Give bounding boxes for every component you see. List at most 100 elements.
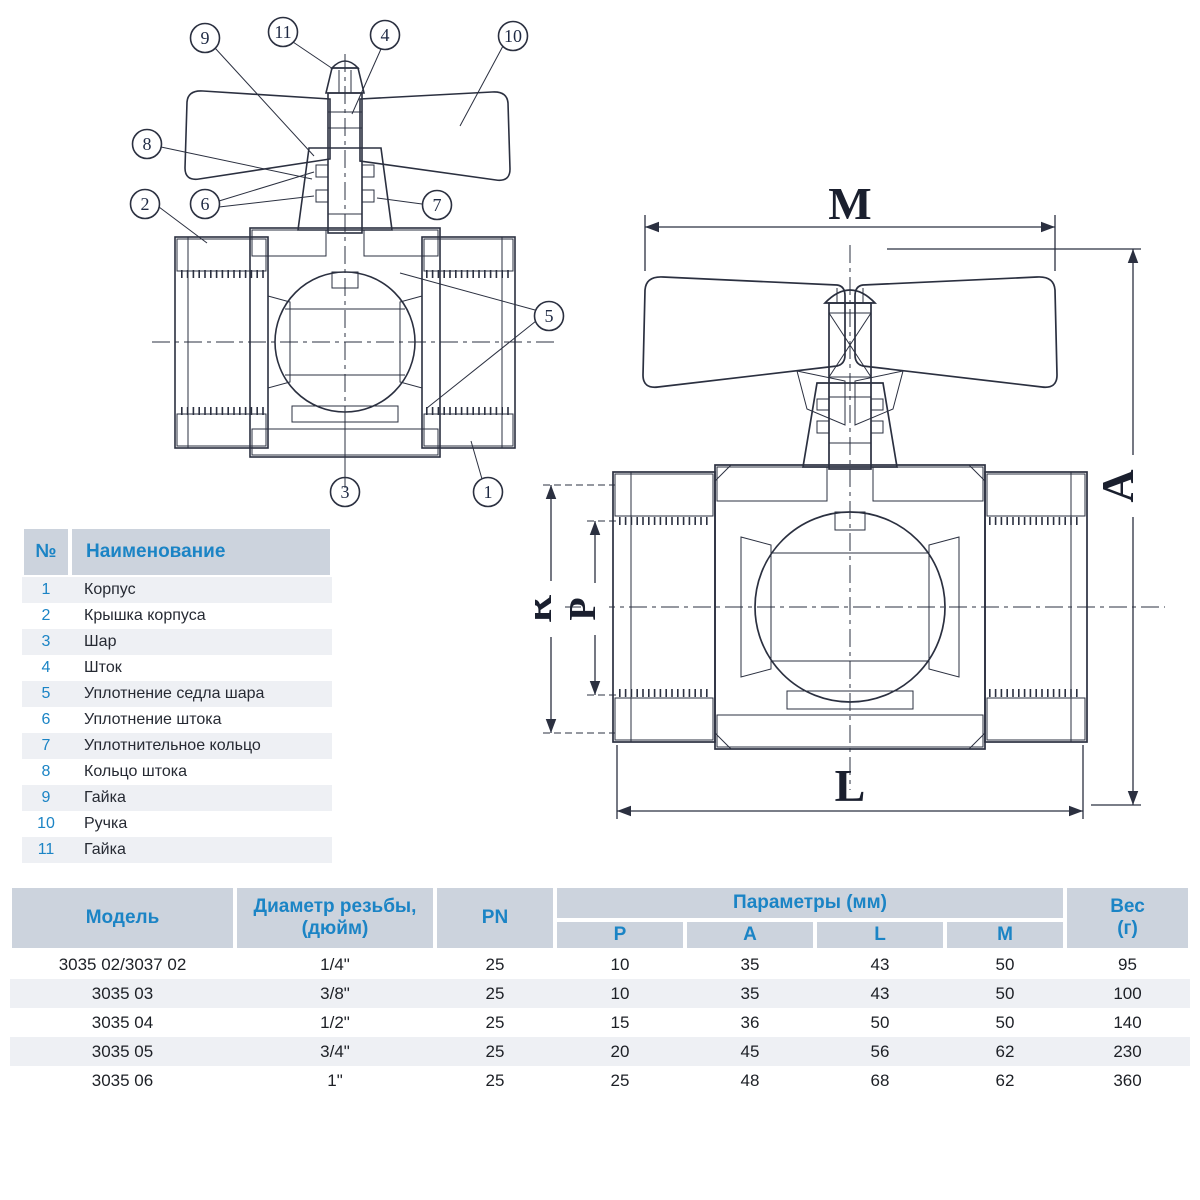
spec-row: 3035 03 3/8" 25 10 35 43 50 100 [10,979,1191,1008]
spec-l: 56 [870,1041,890,1061]
stem-cross [828,312,872,378]
spec-col-m: M [945,920,1066,950]
spec-pn: 25 [485,1070,505,1090]
spec-col-params: Параметры (мм) [555,886,1066,920]
spec-col-weight: Вес (г) [1065,886,1191,950]
parts-header-row: № Наименование [22,527,332,577]
spec-a: 35 [740,954,760,974]
part-number: 4 [41,659,51,676]
port-wall-hatch [176,238,267,272]
part-name: Ручка [84,815,128,832]
ball-seat-right [928,536,960,678]
port-wall-hatch [614,473,714,517]
spec-m: 62 [995,1041,1015,1061]
spec-l: 68 [870,1070,890,1090]
spec-l: 50 [870,1012,890,1032]
svg-text:9: 9 [201,28,210,48]
part-number: 5 [41,685,51,702]
spec-model: 3035 03 [91,983,154,1003]
body-wall-hatch [363,229,439,257]
ball-stem-slot [834,511,866,531]
callout-1: 1 [470,440,504,508]
body-wall-hatch [251,229,327,257]
spec-col-diameter: Диаметр резьбы, (дюйм) [235,886,435,950]
spec-model: 3035 02/3037 02 [58,954,187,974]
spec-a: 36 [740,1012,760,1032]
stem-seal [816,420,830,434]
callout-4: 4 [351,19,401,115]
spec-col-pn: PN [435,886,555,950]
part-number: 10 [37,815,55,832]
spec-row: 3035 02/3037 02 1/4" 25 10 35 43 50 95 [10,950,1191,979]
part-name: Шар [84,633,117,650]
dimension-label-m: M [828,185,871,229]
stem-oring [870,398,884,411]
spec-pn: 25 [485,954,505,974]
handle-skirt-right [854,370,904,426]
dimension-label-r: R [535,595,560,623]
chamfer [714,464,732,482]
dimension-label-l: L [835,760,866,811]
svg-text:7: 7 [433,195,442,215]
spec-pn: 25 [485,983,505,1003]
spec-col-p: P [555,920,685,950]
spec-a: 45 [740,1041,760,1061]
svg-text:2: 2 [141,194,150,214]
port-wall-hatch [986,473,1086,517]
part-name: Гайка [84,789,126,806]
spec-model: 3035 06 [91,1070,154,1090]
dimension-r: R [535,484,615,734]
spec-header-row-2: P A L M [10,920,1190,950]
svg-text:8: 8 [143,134,152,154]
svg-text:6: 6 [201,194,210,214]
stem-seal [315,164,329,178]
dimension-l: L [616,745,1084,819]
spec-p: 20 [610,1041,630,1061]
spec-diameter: 3/4" [320,1041,350,1061]
ball-seat-left [740,536,772,678]
stem-seal [870,420,884,434]
spec-p: 10 [610,954,630,974]
spec-m: 50 [995,1012,1015,1032]
body-wall-hatch [716,466,828,502]
callout-7: 7 [376,189,453,221]
dimension-p: P [562,520,617,696]
port-wall-hatch [986,697,1086,741]
svg-text:4: 4 [381,25,390,45]
spec-weight: 360 [1113,1070,1142,1090]
spec-p: 25 [610,1070,630,1090]
spec-weight: 230 [1113,1041,1142,1061]
part-number: 8 [41,763,51,780]
spec-col-l: L [815,920,945,950]
part-name: Кольцо штока [84,763,187,780]
dimension-label-p: P [562,597,604,620]
part-number: 2 [41,607,51,624]
spec-p: 10 [610,983,630,1003]
chamfer [968,732,986,750]
part-name: Корпус [84,581,136,598]
spec-m: 50 [995,983,1015,1003]
part-number: 3 [41,633,51,650]
part-number: 1 [41,581,51,598]
handle-skirt-left [796,370,846,426]
callout-3: 3 [329,419,361,508]
spec-col-model: Модель [10,886,235,950]
stem-seal [361,164,375,178]
part-name: Крышка корпуса [84,607,206,624]
handle-wing-right [854,276,1058,389]
callout-10: 10 [459,20,529,127]
chamfer [714,732,732,750]
spec-diameter: 1/4" [320,954,350,974]
part-name: Уплотнение штока [84,711,222,728]
ball-stem-slot [331,271,359,289]
spec-m: 50 [995,954,1015,974]
spec-p: 15 [610,1012,630,1032]
port-left [612,471,716,743]
stem-nut-dome [823,289,877,304]
svg-text:5: 5 [545,306,554,326]
